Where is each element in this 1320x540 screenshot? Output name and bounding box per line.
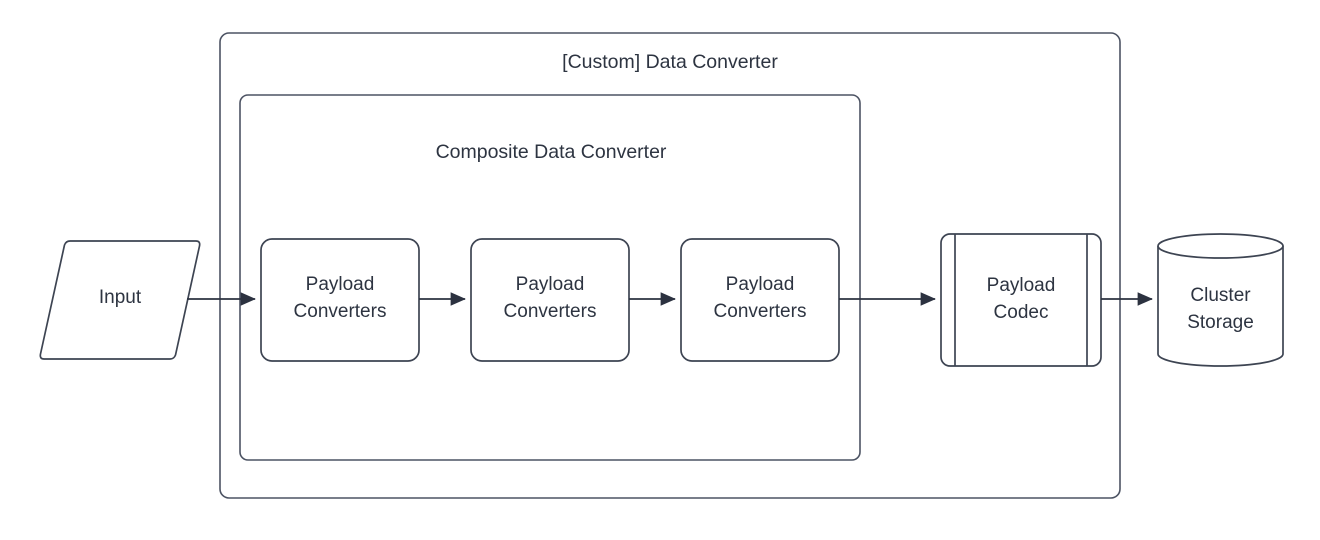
payload-codec-label-line2: Codec bbox=[994, 302, 1049, 323]
payload-converters-2-shape bbox=[470, 238, 630, 362]
cluster-storage-label-line1: Cluster bbox=[1190, 285, 1251, 306]
payload-converters-2-label-line1: Payload bbox=[516, 274, 585, 295]
input-node[interactable]: Input bbox=[39, 240, 201, 360]
cluster-storage-top-ellipse bbox=[1157, 233, 1284, 259]
payload-converters-1-label-line1: Payload bbox=[306, 274, 375, 295]
payload-codec-shape bbox=[940, 233, 1102, 367]
payload-codec-label-line1: Payload bbox=[987, 275, 1056, 296]
payload-converters-2-node[interactable]: Payload Converters bbox=[470, 238, 630, 362]
payload-converters-1-shape bbox=[260, 238, 420, 362]
payload-converters-3-label-line2: Converters bbox=[714, 301, 807, 322]
payload-converters-1-node[interactable]: Payload Converters bbox=[260, 238, 420, 362]
payload-converters-3-label-line1: Payload bbox=[726, 274, 795, 295]
cluster-storage-node[interactable]: Cluster Storage bbox=[1157, 233, 1284, 367]
payload-converters-3-node[interactable]: Payload Converters bbox=[680, 238, 840, 362]
payload-converters-1-label-line2: Converters bbox=[294, 301, 387, 322]
custom-data-converter-label: [Custom] Data Converter bbox=[562, 51, 778, 73]
input-label: Input bbox=[99, 287, 142, 308]
payload-converters-2-label-line2: Converters bbox=[504, 301, 597, 322]
payload-converters-3-shape bbox=[680, 238, 840, 362]
input-shape bbox=[39, 240, 201, 360]
payload-codec-node[interactable]: Payload Codec bbox=[940, 233, 1102, 367]
cluster-storage-label-line2: Storage bbox=[1187, 312, 1254, 333]
composite-data-converter-label: Composite Data Converter bbox=[436, 141, 667, 163]
cluster-storage-body bbox=[1157, 246, 1284, 367]
